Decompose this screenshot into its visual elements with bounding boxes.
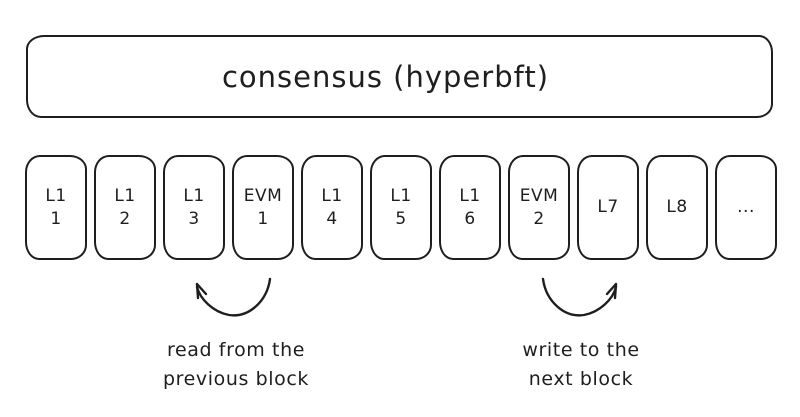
block-l1-2: L1 2 [94,155,156,260]
write-arrow-icon [541,277,618,317]
read-arrow-icon [195,277,272,317]
block-label: L1 [390,185,412,206]
block-number: 1 [257,208,269,229]
block-l1-6: L1 6 [439,155,501,260]
block-label: ... [737,197,755,217]
block-ellipsis: ... [715,155,777,260]
block-l1-3: L1 3 [163,155,225,260]
block-number: 2 [119,208,131,229]
block-number: 4 [326,208,338,229]
block-number: 3 [188,208,200,229]
caption-line: previous block [162,368,310,390]
block-label: L1 [321,185,343,206]
block-l1-1: L1 1 [25,155,87,260]
block-label: L1 [183,185,205,206]
block-label: L7 [597,197,619,217]
block-number: 2 [533,208,545,229]
block-label: L1 [114,185,136,206]
block-evm-2: EVM 2 [508,155,570,260]
block-number: 6 [464,208,476,229]
block-number: 1 [50,208,62,229]
block-label: L1 [459,185,481,206]
block-label: EVM [243,185,283,206]
caption-line: write to the [522,339,640,361]
write-arrow-caption: write to the next block [471,336,691,394]
block-l1-5: L1 5 [370,155,432,260]
block-row: L1 1 L1 2 L1 3 EVM 1 L1 4 L1 5 L1 6 EVM [25,155,777,260]
consensus-title: consensus (hyperbft) [221,59,550,94]
block-number: 5 [395,208,407,229]
caption-line: read from the [166,339,306,361]
block-evm-1: EVM 1 [232,155,294,260]
caption-line: next block [528,368,634,390]
block-label: L8 [666,197,688,217]
read-arrow-caption: read from the previous block [126,336,346,394]
block-label: L1 [45,185,67,206]
block-l7: L7 [577,155,639,260]
consensus-box: consensus (hyperbft) [26,35,773,118]
block-l1-4: L1 4 [301,155,363,260]
block-l8: L8 [646,155,708,260]
block-label: EVM [519,185,559,206]
